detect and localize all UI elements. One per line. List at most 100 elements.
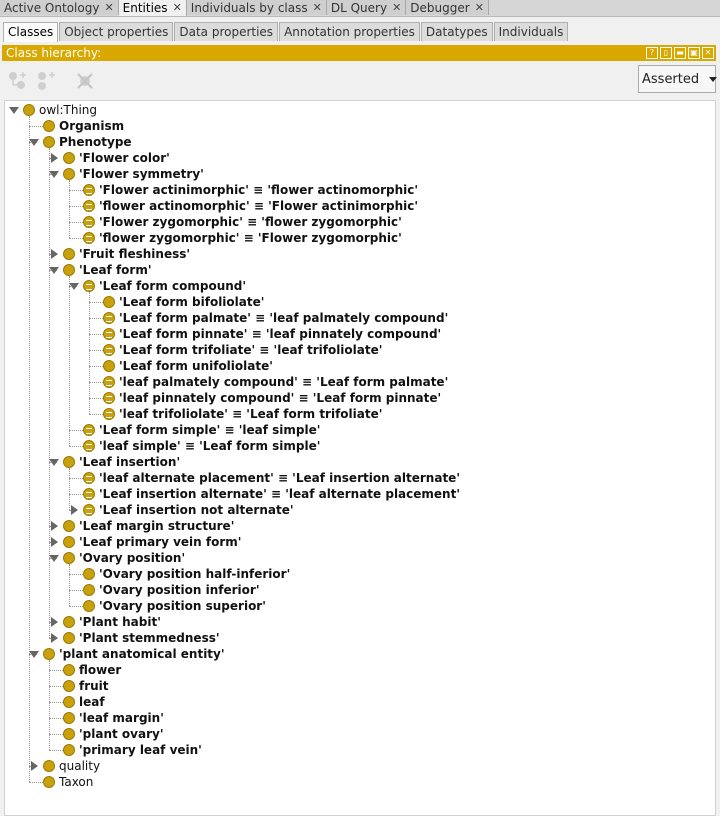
tree-node[interactable]: 'Flower color' [49,150,170,166]
collapse-right-icon[interactable] [49,632,59,644]
top-tab[interactable]: DL Query✕ [326,0,407,15]
tree-node[interactable]: 'Leaf form palmate' ≡ 'leaf palmately co… [89,310,448,326]
split-view-button[interactable]: ▯ [660,47,672,59]
class-icon [43,776,55,788]
tree-node[interactable]: 'Ovary position half-inferior' [69,566,290,582]
tree-node[interactable]: 'Plant habit' [49,614,161,630]
top-tab[interactable]: Active Ontology✕ [0,0,119,15]
maximize-view-button[interactable]: ▣ [688,47,700,59]
tree-node[interactable]: 'Leaf form bifoliolate' [89,294,264,310]
tree-node-label: 'Leaf form' [79,263,152,277]
tree-node[interactable]: 'Flower zygomorphic' ≡ 'flower zygomorph… [69,214,402,230]
tree-node[interactable]: 'Flower symmetry' [49,166,204,182]
tree-node[interactable]: 'primary leaf vein' [49,742,202,758]
delete-class-button[interactable] [72,68,98,94]
chevron-down-icon [709,76,718,82]
tree-node[interactable]: 'leaf trifoliolate' ≡ 'Leaf form trifoli… [89,406,382,422]
add-subclass-button[interactable] [4,68,30,94]
tree-node[interactable]: 'Leaf insertion alternate' ≡ 'leaf alter… [69,486,460,502]
help-button[interactable]: ? [646,47,658,59]
tree-node[interactable]: 'Leaf form trifoliate' ≡ 'leaf trifoliol… [89,342,382,358]
tree-node[interactable]: 'Leaf insertion not alternate' [69,502,294,518]
expand-down-icon[interactable] [49,168,59,180]
class-icon [63,632,75,644]
collapse-right-icon[interactable] [69,504,79,516]
add-sibling-button[interactable] [33,68,59,94]
expand-down-icon[interactable] [29,136,39,148]
tree-node[interactable]: 'Leaf insertion' [49,454,180,470]
tree-node[interactable]: 'leaf alternate placement' ≡ 'Leaf inser… [69,470,460,486]
tree-node[interactable]: 'Leaf primary vein form' [49,534,241,550]
tree-node[interactable]: quality [29,758,100,774]
sub-tab[interactable]: Individuals [493,22,569,41]
tree-node-label: 'Flower symmetry' [79,167,204,181]
close-view-button[interactable]: ✕ [702,47,714,59]
tree-node-label: 'Fruit fleshiness' [79,247,191,261]
tree-connector [69,238,89,239]
tree-node[interactable]: 'Ovary position' [49,550,185,566]
tree-node[interactable]: 'Ovary position superior' [69,598,266,614]
tree-node[interactable]: 'leaf pinnately compound' ≡ 'Leaf form p… [89,390,441,406]
tree-connector [89,302,109,303]
tree-node[interactable]: fruit [49,678,109,694]
tree-node[interactable]: 'leaf simple' ≡ 'Leaf form simple' [69,438,320,454]
tree-node[interactable]: owl:Thing [9,102,97,118]
tree-node-label: 'Ovary position' [79,551,186,565]
sub-tab[interactable]: Classes [3,22,59,42]
collapse-right-icon[interactable] [49,248,59,260]
tree-node[interactable]: 'Ovary position inferior' [69,582,260,598]
tree-node-label: 'Leaf form compound' [99,279,247,293]
close-tab-icon[interactable]: ✕ [392,0,402,14]
tree-node[interactable]: 'leaf palmately compound' ≡ 'Leaf form p… [89,374,448,390]
tree-node[interactable]: 'Plant stemmedness' [49,630,220,646]
tree-node[interactable]: 'Leaf form unifoliolate' [89,358,273,374]
close-tab-icon[interactable]: ✕ [172,1,182,14]
tree-node[interactable]: 'flower actinomorphic' ≡ 'Flower actinim… [69,198,418,214]
close-tab-icon[interactable]: ✕ [104,0,114,14]
collapse-right-icon[interactable] [49,152,59,164]
tree-node[interactable]: leaf [49,694,105,710]
close-tab-icon[interactable]: ✕ [474,0,484,14]
tree-node[interactable]: 'Leaf form simple' ≡ 'leaf simple' [69,422,320,438]
tree-node[interactable]: 'Flower actinimorphic' ≡ 'flower actinom… [69,182,418,198]
sub-tab[interactable]: Datatypes [420,22,493,41]
tree-connector [69,222,89,223]
sub-tab[interactable]: Data properties [174,22,279,41]
expand-down-icon[interactable] [69,280,79,292]
tree-node[interactable]: 'Leaf form' [49,262,152,278]
expand-down-icon[interactable] [49,552,59,564]
tree-node[interactable]: 'plant anatomical entity' [29,646,225,662]
tree-node[interactable]: 'plant ovary' [49,726,164,742]
expand-down-icon[interactable] [49,264,59,276]
tree-connector [29,782,49,783]
sub-tab[interactable]: Annotation properties [279,22,420,41]
tree-node[interactable]: 'Leaf form pinnate' ≡ 'leaf pinnately co… [89,326,441,342]
collapse-right-icon[interactable] [49,616,59,628]
sub-tab[interactable]: Object properties [59,22,174,41]
top-tab[interactable]: Individuals by class✕ [186,0,327,15]
tree-node[interactable]: 'Leaf margin structure' [49,518,234,534]
close-tab-icon[interactable]: ✕ [312,0,322,14]
top-tab[interactable]: Entities✕ [118,0,187,16]
tree-node[interactable]: flower [49,662,121,678]
hierarchy-mode-select[interactable]: Asserted [638,65,718,93]
expand-down-icon[interactable] [9,104,19,116]
tree-connector [69,446,89,447]
tree-node-label: 'Leaf insertion alternate' ≡ 'leaf alter… [99,487,460,501]
tree-node[interactable]: 'flower zygomorphic' ≡ 'Flower zygomorph… [69,230,402,246]
equivalent-class-icon [83,440,95,452]
tree-node[interactable]: Taxon [29,774,93,790]
minimize-view-button[interactable]: ▬ [674,47,686,59]
tree-node[interactable]: Organism [29,118,124,134]
tree-node[interactable]: 'Leaf form compound' [69,278,246,294]
collapse-right-icon[interactable] [29,760,39,772]
tree-node[interactable]: 'Fruit fleshiness' [49,246,190,262]
collapse-right-icon[interactable] [49,520,59,532]
tree-node[interactable]: 'leaf margin' [49,710,164,726]
expand-down-icon[interactable] [49,456,59,468]
expand-down-icon[interactable] [29,648,39,660]
tree-node[interactable]: Phenotype [29,134,132,150]
top-tab[interactable]: Debugger✕ [406,0,489,15]
collapse-right-icon[interactable] [49,536,59,548]
triangle-icon [50,153,58,163]
